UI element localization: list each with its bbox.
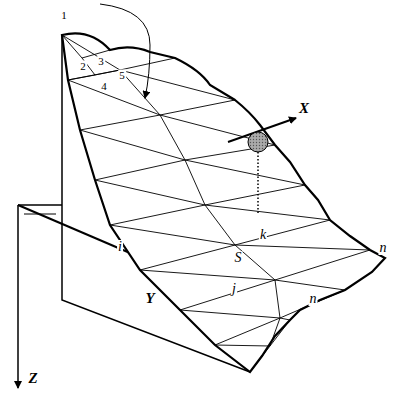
axis-label: Z xyxy=(27,371,38,386)
rock-sphere xyxy=(248,132,268,152)
triangle-mesh xyxy=(62,35,370,372)
point-number: 3 xyxy=(97,56,105,67)
point-label: i xyxy=(117,240,123,254)
axis-label: X xyxy=(298,101,310,116)
point-number: 4 xyxy=(100,81,108,92)
point-number: 2 xyxy=(79,61,87,72)
point-label: n xyxy=(379,241,388,255)
slope-outline xyxy=(62,33,385,372)
trajectory xyxy=(100,4,150,98)
axis-base xyxy=(18,204,62,206)
point-label: j xyxy=(231,282,237,296)
point-label: S xyxy=(234,251,243,265)
point-number: 5 xyxy=(118,70,126,81)
z-axis xyxy=(17,205,19,388)
drop-line xyxy=(257,152,259,215)
point-label: k xyxy=(259,228,267,242)
axis-label: Y xyxy=(144,291,155,306)
point-label: n xyxy=(309,292,318,306)
point-number: 1 xyxy=(60,10,68,21)
